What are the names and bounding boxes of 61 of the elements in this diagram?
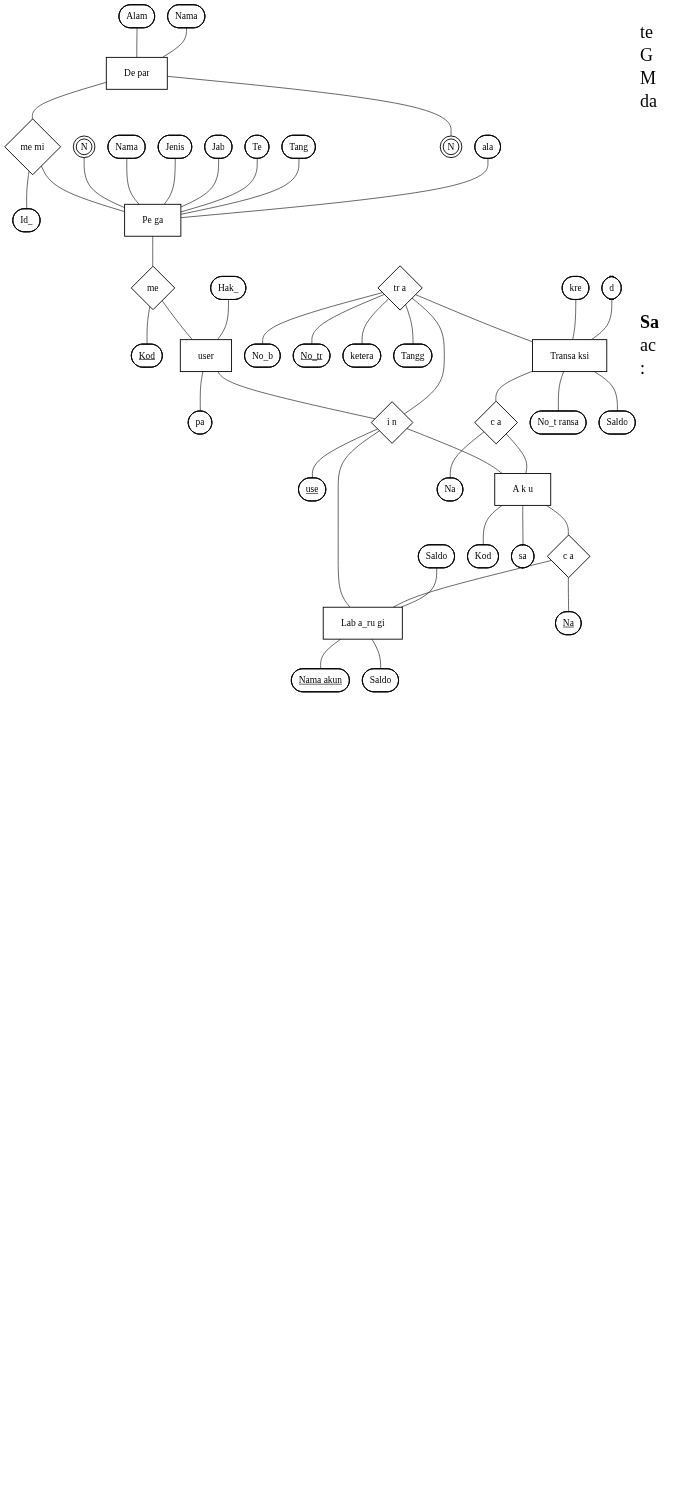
connector — [162, 27, 187, 58]
connector — [146, 306, 151, 345]
connector — [406, 428, 503, 474]
connector — [180, 158, 219, 208]
text-fragment: G — [640, 45, 654, 66]
node-box: Pe ga — [124, 203, 182, 237]
text-fragment: ac — [640, 335, 657, 356]
node-box: De par — [105, 56, 168, 90]
connector — [482, 505, 503, 546]
connector — [400, 567, 438, 608]
connector — [568, 577, 569, 613]
connector — [152, 235, 154, 267]
connector — [262, 292, 383, 345]
connector — [311, 294, 385, 345]
connector — [546, 505, 569, 536]
connector — [522, 505, 524, 546]
connector — [180, 158, 300, 215]
connector — [594, 371, 618, 412]
connector — [40, 165, 125, 212]
connector — [392, 560, 552, 608]
node-box: user — [179, 339, 232, 373]
connector — [337, 430, 380, 608]
text-fragment: : — [640, 358, 646, 379]
node-diamond: i n — [370, 401, 414, 444]
connector — [180, 158, 258, 213]
connector — [405, 304, 414, 345]
node-box: A k u — [494, 473, 552, 506]
connector — [217, 371, 376, 420]
connector — [361, 298, 389, 345]
connector — [83, 157, 125, 208]
connector — [572, 299, 577, 340]
connector — [136, 27, 138, 58]
connector — [126, 158, 140, 205]
connector — [161, 300, 193, 340]
node-box: Lab a_ru gi — [322, 606, 403, 640]
connector — [26, 171, 30, 210]
connector — [180, 158, 489, 218]
node-diamond: me mi — [4, 118, 62, 176]
connector — [320, 638, 342, 670]
connector — [371, 638, 382, 670]
connector — [415, 294, 533, 343]
connector — [167, 76, 452, 137]
connector — [199, 371, 204, 412]
connector — [163, 158, 176, 205]
connector — [505, 433, 528, 474]
text-fragment: M — [640, 68, 657, 89]
node-box: Transa ksi — [532, 339, 608, 373]
connector — [591, 299, 613, 340]
connector — [32, 82, 107, 120]
node-diamond: c a — [546, 534, 591, 579]
text-fragment: Sa — [640, 312, 660, 333]
text-fragment: da — [640, 91, 658, 112]
connector — [558, 371, 564, 412]
text-fragment: te — [640, 22, 654, 43]
connector — [449, 431, 485, 479]
node-diamond: c a — [474, 400, 518, 445]
connector — [495, 370, 533, 402]
connector — [217, 299, 229, 340]
node-diamond: tr a — [377, 265, 423, 311]
connector — [312, 428, 378, 479]
node-diamond: me — [130, 265, 176, 311]
